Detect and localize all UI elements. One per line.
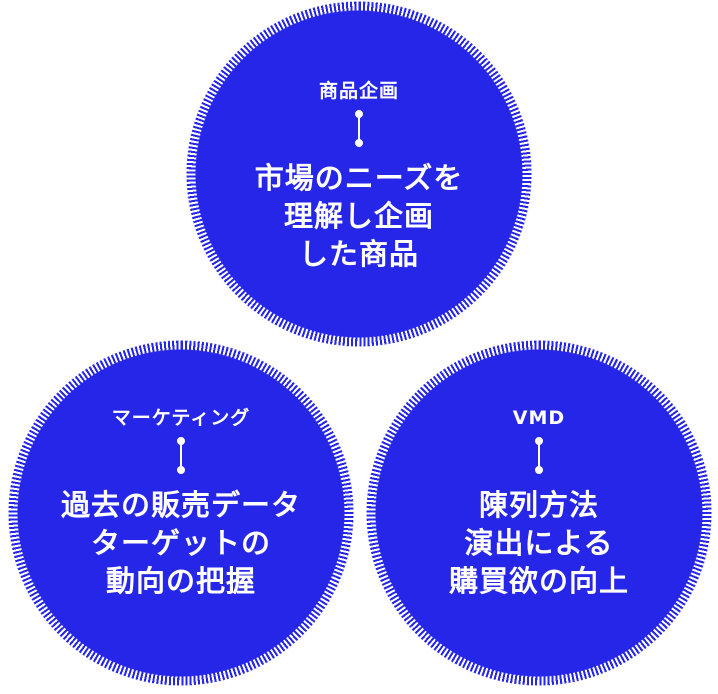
description: 市場のニーズを 理解し企画 した商品	[186, 159, 532, 273]
circle-product-planning	[186, 1, 532, 347]
connector-line	[176, 437, 186, 474]
description-line: ターゲットの	[90, 526, 271, 560]
description-line: 購買欲の向上	[448, 564, 629, 598]
category-label: 商品企画	[318, 80, 399, 102]
circle-marketing	[8, 340, 354, 686]
description-line: 市場のニーズを	[254, 161, 464, 195]
connector-line	[354, 110, 364, 147]
description-line: 演出による	[464, 526, 614, 560]
description-line: 陳列方法	[478, 488, 599, 522]
description-line: 理解し企画	[283, 199, 434, 233]
category-label: VMD	[512, 407, 566, 429]
circle-product-planning-content: 商品企画 市場のニーズを 理解し企画 した商品	[186, 1, 532, 273]
circle-vmd	[366, 340, 712, 686]
description-line: 過去の販売データ	[60, 488, 301, 522]
circle-vmd-content: VMD 陳列方法 演出による 購買欲の向上	[366, 340, 712, 600]
description: 過去の販売データ ターゲットの 動向の把握	[8, 486, 354, 600]
connector-line	[534, 437, 544, 474]
description-line: 動向の把握	[105, 564, 256, 598]
description: 陳列方法 演出による 購買欲の向上	[366, 486, 712, 600]
description-line: した商品	[298, 237, 419, 271]
circle-marketing-content: マーケティング 過去の販売データ ターゲットの 動向の把握	[8, 340, 354, 600]
category-label: マーケティング	[111, 407, 251, 429]
